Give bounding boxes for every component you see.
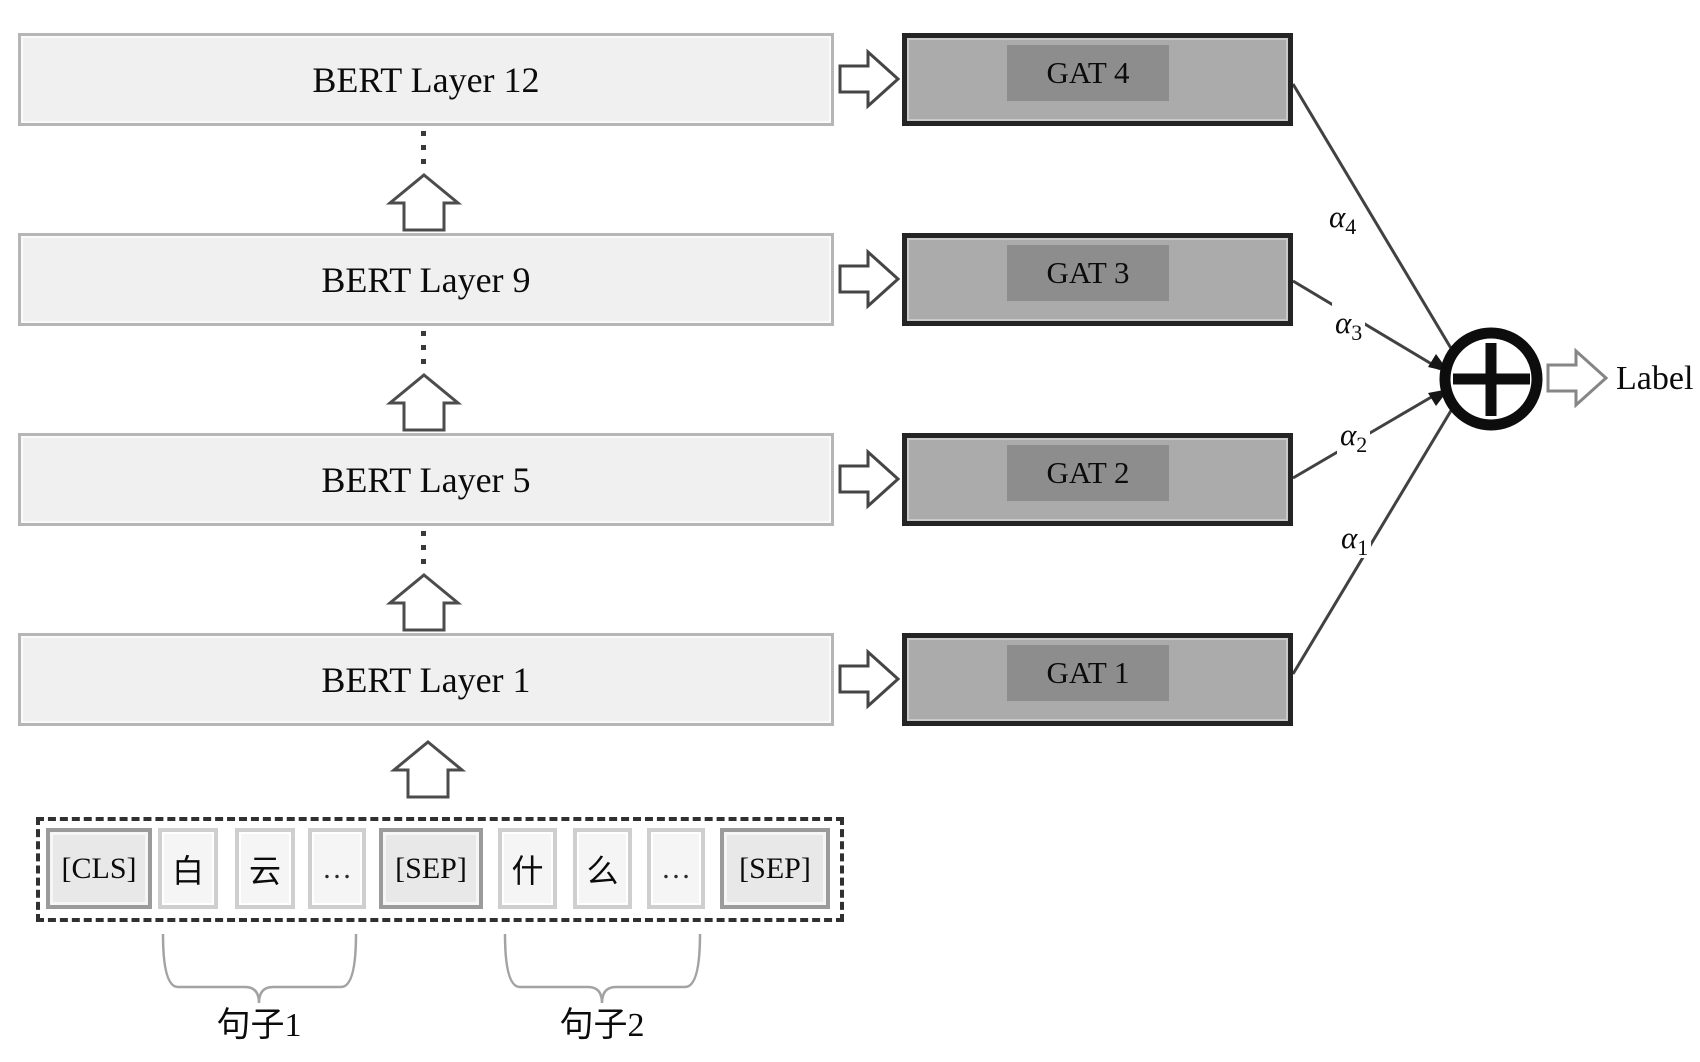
bert-layer-label: BERT Layer 1 xyxy=(321,659,531,700)
bert-layer-label: BERT Layer 9 xyxy=(321,259,531,300)
alpha-subscript: 2 xyxy=(1356,432,1368,458)
gat-1-box: GAT 1 xyxy=(902,633,1293,726)
output-label: Label xyxy=(1616,360,1694,397)
alpha-symbol: α xyxy=(1335,305,1352,340)
bert-layer-9-box: BERT Layer 9 xyxy=(18,233,834,326)
bert-layer-label: BERT Layer 5 xyxy=(321,459,531,500)
up-arrow-icon xyxy=(388,173,460,232)
underbrace-sentence2 xyxy=(503,933,702,1004)
output-arrow-icon xyxy=(1546,349,1608,407)
underbrace-sentence1 xyxy=(161,933,358,1004)
alpha-subscript: 1 xyxy=(1357,535,1369,561)
alpha-subscript: 4 xyxy=(1345,214,1357,240)
sentence-1-label: 句子1 xyxy=(216,1007,302,1044)
dotted-connectors xyxy=(421,131,426,564)
alpha-3-label: α3 xyxy=(1332,303,1366,346)
token-char: 什 xyxy=(498,828,557,909)
up-arrow-icon xyxy=(388,373,460,432)
token-char: 么 xyxy=(573,828,632,909)
alpha-line-4 xyxy=(1291,83,1457,356)
token-sep: [SEP] xyxy=(720,828,830,909)
sum-circle-icon xyxy=(1439,327,1543,431)
alpha-symbol: α xyxy=(1340,417,1357,452)
bert-layer-1-box: BERT Layer 1 xyxy=(18,633,834,726)
bert-layer-5-box: BERT Layer 5 xyxy=(18,433,834,526)
token-cls: [CLS] xyxy=(46,828,152,909)
token-char: 云 xyxy=(235,828,295,909)
alpha-1-label: α1 xyxy=(1338,518,1372,561)
alpha-subscript: 3 xyxy=(1351,320,1363,346)
alpha-symbol: α xyxy=(1341,520,1358,555)
up-arrow-icon xyxy=(388,573,460,632)
up-arrow-icon xyxy=(392,740,464,799)
token-sep: [SEP] xyxy=(379,828,483,909)
right-arrow-icon xyxy=(838,50,900,108)
alpha-line-1 xyxy=(1291,403,1457,675)
gat-label: GAT 1 xyxy=(1007,645,1169,701)
gat-2-box: GAT 2 xyxy=(902,433,1293,526)
alpha-symbol: α xyxy=(1329,199,1346,234)
bert-layer-label: BERT Layer 12 xyxy=(312,59,540,100)
gat-label: GAT 3 xyxy=(1007,245,1169,301)
gat-4-box: GAT 4 xyxy=(902,33,1293,126)
right-arrow-icon xyxy=(838,250,900,308)
sentence-2-label: 句子2 xyxy=(559,1007,645,1044)
token-ellipsis: … xyxy=(308,828,366,909)
token-ellipsis: … xyxy=(647,828,705,909)
gat-label: GAT 4 xyxy=(1007,45,1169,101)
token-char: 白 xyxy=(158,828,218,909)
alpha-4-label: α4 xyxy=(1326,197,1360,240)
gat-3-box: GAT 3 xyxy=(902,233,1293,326)
alpha-line-3 xyxy=(1292,279,1441,371)
right-arrow-icon xyxy=(838,450,900,508)
bert-layer-12-box: BERT Layer 12 xyxy=(18,33,834,126)
alpha-2-label: α2 xyxy=(1337,415,1371,458)
right-arrow-icon xyxy=(838,650,900,708)
gat-label: GAT 2 xyxy=(1007,445,1169,501)
alpha-lines xyxy=(1291,83,1457,675)
